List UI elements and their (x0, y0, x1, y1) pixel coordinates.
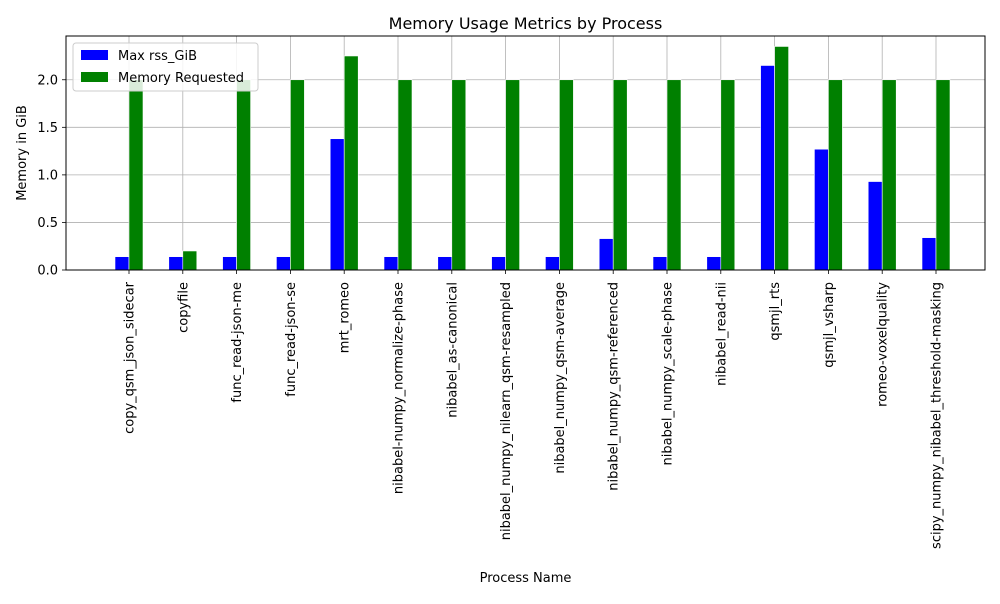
bar-max-rss-gib-nibabel-numpy-normalize-phase (383, 256, 399, 271)
legend-swatch-memory-requested (81, 72, 108, 82)
bar-memory-requested-romeo-voxelquality (881, 79, 897, 271)
x-tick-label-nibabel-numpy-qsm-referenced: nibabel_numpy_qsm-referenced (607, 282, 622, 491)
legend-label-memory-requested: Memory Requested (118, 71, 244, 86)
x-tick-label-func-read-json-me: func_read-json-me (230, 282, 245, 403)
bar-memory-requested-nibabel-numpy-nilearn-qsm-resampled (505, 79, 520, 271)
x-tick-label-nibabel-numpy-qsm-average: nibabel_numpy_qsm-average (553, 282, 568, 474)
bar-max-rss-gib-nibabel-read-nii (706, 256, 722, 271)
x-tick-label-copy-qsm-json-sidecar: copy_qsm_json_sidecar (123, 281, 138, 434)
legend: Max rss_GiB Memory Requested (72, 42, 259, 92)
x-tick-label-nibabel-numpy-nilearn-qsm-resampled: nibabel_numpy_nilearn_qsm-resampled (499, 282, 514, 540)
bar-max-rss-gib-qsmjl-rts (760, 65, 775, 271)
bar-memory-requested-nibabel-numpy-qsm-referenced (612, 79, 628, 271)
bar-memory-requested-mrt-romeo (343, 55, 359, 271)
y-tick-label: 0.5 (37, 216, 58, 231)
x-tick-label-qsmjl-vsharp: qsmjl_vsharp (822, 282, 837, 368)
x-tick-label-nibabel-numpy-normalize-phase: nibabel-numpy_normalize-phase (392, 282, 407, 494)
bar-memory-requested-nibabel-as-canonical (451, 79, 467, 271)
bar-max-rss-gib-nibabel-numpy-nilearn-qsm-resampled (491, 256, 506, 271)
bar-max-rss-gib-func-read-json-se (276, 256, 291, 271)
bar-max-rss-gib-nibabel-numpy-qsm-average (545, 256, 560, 271)
bar-max-rss-gib-copy-qsm-json-sidecar (114, 256, 130, 271)
legend-box (72, 42, 259, 92)
legend-swatch-max-rss (81, 50, 108, 60)
x-tick-label-nibabel-numpy-scale-phase: nibabel_numpy_scale-phase (661, 282, 676, 465)
bar-memory-requested-qsmjl-vsharp (828, 79, 843, 271)
bar-memory-requested-copyfile (182, 250, 198, 271)
y-axis: 0.0 0.5 1.0 1.5 2.0 (37, 73, 66, 279)
y-tick-label: 0.0 (37, 264, 58, 279)
chart-title: Memory Usage Metrics by Process (389, 14, 663, 33)
x-tick-label-scipy-numpy-nibabel-threshold-masking: scipy_numpy_nibabel_threshold-masking (930, 282, 945, 549)
x-tick-label-nibabel-read-nii: nibabel_read-nii (714, 282, 729, 386)
bar-memory-requested-copy-qsm-json-sidecar (128, 79, 144, 271)
bar-max-rss-gib-qsmjl-vsharp (814, 148, 829, 271)
x-tick-label-nibabel-as-canonical: nibabel_as-canonical (445, 282, 460, 418)
x-tick-label-mrt-romeo: mrt_romeo (338, 282, 353, 353)
x-tick-label-copyfile: copyfile (176, 282, 191, 333)
y-tick-label: 1.0 (37, 168, 58, 183)
bar-memory-requested-nibabel-read-nii (720, 79, 736, 271)
bar-max-rss-gib-nibabel-numpy-scale-phase (652, 256, 668, 271)
bar-memory-requested-scipy-numpy-nibabel-threshold-masking (935, 79, 951, 271)
bar-max-rss-gib-func-read-json-me (222, 256, 237, 271)
bar-memory-requested-nibabel-numpy-normalize-phase (397, 79, 413, 271)
x-tick-label-romeo-voxelquality: romeo-voxelquality (876, 282, 891, 407)
y-tick-label: 1.5 (37, 121, 58, 136)
bar-max-rss-gib-mrt-romeo (329, 138, 345, 271)
y-tick-label: 2.0 (37, 73, 58, 88)
bar-memory-requested-func-read-json-se (290, 79, 305, 271)
bar-memory-requested-nibabel-numpy-scale-phase (666, 79, 682, 271)
bar-memory-requested-qsmjl-rts (774, 46, 789, 271)
bar-max-rss-gib-scipy-numpy-nibabel-threshold-masking (921, 237, 937, 271)
bar-memory-requested-func-read-json-me (236, 79, 251, 271)
x-axis: copy_qsm_json_sidecar copyfile func_read-j… (123, 270, 945, 549)
bar-max-rss-gib-nibabel-as-canonical (437, 256, 453, 271)
bar-memory-requested-nibabel-numpy-qsm-average (559, 79, 574, 271)
x-axis-label: Process Name (480, 571, 572, 586)
bar-max-rss-gib-copyfile (168, 256, 184, 271)
x-tick-label-qsmjl-rts: qsmjl_rts (768, 282, 783, 341)
y-axis-label: Memory in GiB (15, 105, 30, 201)
plot-area-frame (65, 35, 986, 271)
bars (114, 46, 951, 271)
legend-label-max-rss: Max rss_GiB (118, 49, 197, 64)
bar-max-rss-gib-romeo-voxelquality (867, 181, 883, 271)
x-tick-label-func-read-json-se: func_read-json-se (284, 282, 299, 397)
bar-max-rss-gib-nibabel-numpy-qsm-referenced (598, 238, 614, 271)
